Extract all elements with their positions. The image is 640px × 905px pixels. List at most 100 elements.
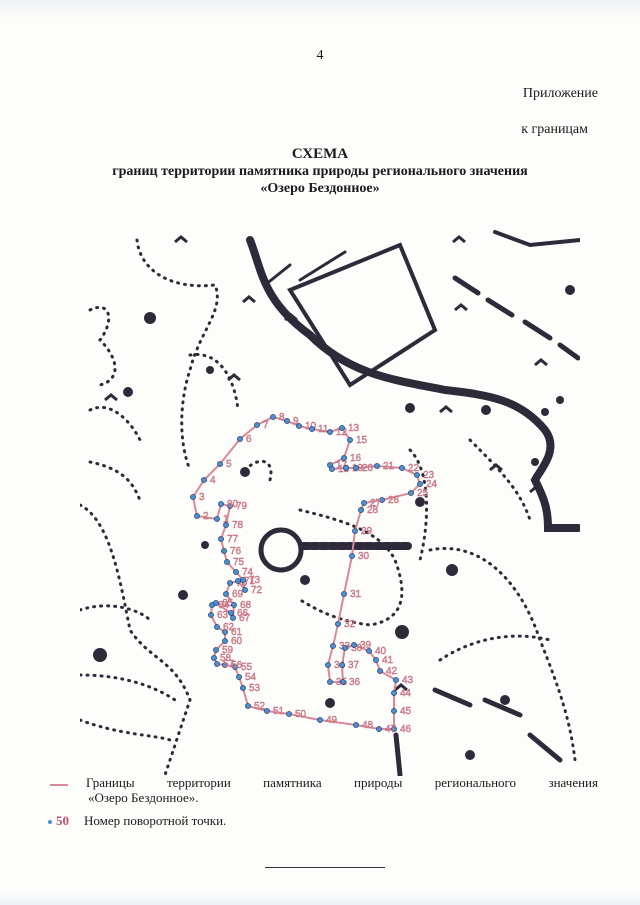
- turning-point: 25: [408, 488, 429, 499]
- turning-point-dot-icon: [286, 711, 292, 717]
- turning-point-number: 48: [362, 720, 374, 731]
- turning-point: 72: [242, 585, 263, 596]
- turning-point-dot-icon: [254, 422, 260, 428]
- turning-point-dot-icon: [213, 600, 219, 606]
- turning-point: 38: [342, 643, 363, 654]
- turning-point-dot-icon: [339, 425, 345, 431]
- map-canvas: 1234567891011121315161718192021222324252…: [80, 230, 580, 776]
- turning-point-dot-icon: [221, 548, 227, 554]
- turning-point-dot-icon: [317, 717, 323, 723]
- turning-point-number: 70: [236, 578, 248, 589]
- turning-point: 55: [232, 662, 253, 673]
- turning-point: 36: [340, 677, 361, 688]
- turning-point-number: 12: [336, 427, 348, 438]
- turning-point-dot-icon: [327, 679, 333, 685]
- turning-point-dot-icon: [330, 643, 336, 649]
- turning-point-dot-icon: [217, 461, 223, 467]
- turning-point: 75: [224, 557, 245, 568]
- turning-point-dot-icon: [327, 429, 333, 435]
- turning-point-number: 74: [242, 567, 254, 578]
- turning-point-dot-icon: [391, 708, 397, 714]
- turning-point-dot-icon: [408, 490, 414, 496]
- turning-point-dot-icon: [224, 559, 230, 565]
- turning-point: 24: [417, 479, 438, 490]
- turning-point-number: 60: [231, 636, 243, 647]
- turning-point-dot-icon: [347, 437, 353, 443]
- turning-point: 71: [235, 576, 256, 587]
- turning-point-number: 28: [367, 505, 379, 516]
- turning-point-dot-icon: [374, 463, 380, 469]
- turning-point: 2: [194, 511, 209, 522]
- turning-point-number: 78: [232, 520, 244, 531]
- turning-point-dot-icon: [222, 662, 228, 668]
- turning-point-dot-icon: [417, 481, 423, 487]
- turning-point-dot-icon: [213, 647, 219, 653]
- turning-point-number: 1: [223, 514, 229, 525]
- turning-point-number: 59: [222, 645, 234, 656]
- turning-point: 30: [349, 551, 370, 562]
- turning-point-dot-icon: [343, 465, 349, 471]
- turning-point: 11: [309, 424, 329, 435]
- turning-point-number: 67: [239, 613, 251, 624]
- turning-point-number: 23: [423, 470, 435, 481]
- turning-point: 57: [214, 659, 235, 670]
- turning-point: 23: [414, 470, 435, 481]
- turning-point: 41: [373, 655, 394, 666]
- turning-point: 37: [339, 660, 360, 671]
- turning-point-dot-icon: [222, 638, 228, 644]
- turning-point-number: 30: [358, 551, 370, 562]
- turning-point-number: 15: [356, 435, 368, 446]
- turning-point-number: 69: [232, 589, 244, 600]
- turning-point-number: 52: [254, 701, 266, 712]
- turning-point-number: 54: [245, 672, 257, 683]
- turning-point-number: 42: [386, 666, 398, 677]
- turning-point-dot-icon: [218, 536, 224, 542]
- turning-point-dot-icon: [228, 610, 234, 616]
- turning-point-number: 6: [246, 434, 252, 445]
- turning-point-number: 64: [218, 600, 230, 611]
- turning-point-number: 68: [240, 600, 252, 611]
- turning-point: 16: [341, 453, 362, 464]
- turning-point: 50: [286, 709, 307, 720]
- turning-point-number: 41: [382, 655, 394, 666]
- turning-point: 60: [222, 636, 243, 647]
- turning-point: 47: [376, 724, 397, 735]
- turning-point-number: 11: [318, 424, 329, 435]
- turning-point-number: 61: [231, 627, 243, 638]
- turning-point-dot-icon: [366, 648, 372, 654]
- turning-point: 44: [391, 688, 412, 699]
- turning-point-number: 5: [226, 459, 232, 470]
- turning-point-dot-icon: [377, 668, 383, 674]
- title-subtitle-line1: границ территории памятника природы реги…: [112, 164, 528, 179]
- boundary-map: 1234567891011121315161718192021222324252…: [80, 228, 580, 776]
- turning-point-dot-icon: [264, 708, 270, 714]
- turning-point: 7: [254, 420, 269, 431]
- turning-point-dot-icon: [240, 685, 246, 691]
- turning-point: 31: [341, 589, 362, 600]
- turning-point-dot-icon: [190, 494, 196, 500]
- turning-point-number: 25: [417, 488, 429, 499]
- turning-point-number: 56: [231, 660, 243, 671]
- turning-point-dot-icon: [414, 472, 420, 478]
- turning-point: 15: [347, 435, 368, 446]
- turning-point: 61: [222, 627, 243, 638]
- turning-point-dot-icon: [353, 465, 359, 471]
- turning-point: 29: [352, 526, 373, 537]
- turning-point-number: 9: [293, 416, 299, 427]
- document-title: СХЕМА границ территории памятника природ…: [0, 146, 640, 197]
- turning-point: 58: [211, 653, 232, 664]
- turning-point-dot-icon: [231, 602, 237, 608]
- turning-point-dot-icon: [349, 553, 355, 559]
- turning-point: 6: [237, 434, 252, 445]
- turning-point: 59: [213, 645, 234, 656]
- turning-point-dot-icon: [339, 662, 345, 668]
- turning-point-number: 40: [375, 646, 387, 657]
- turning-point-number: 2: [203, 511, 209, 522]
- turning-point-number: 24: [426, 479, 438, 490]
- turning-point-number: 72: [251, 585, 263, 596]
- turning-point: 51: [264, 706, 285, 717]
- turning-point-dot-icon: [376, 726, 382, 732]
- turning-point-dot-icon: [214, 624, 220, 630]
- turning-point-dot-icon: [214, 516, 220, 522]
- legend-point-number: 50: [56, 813, 69, 828]
